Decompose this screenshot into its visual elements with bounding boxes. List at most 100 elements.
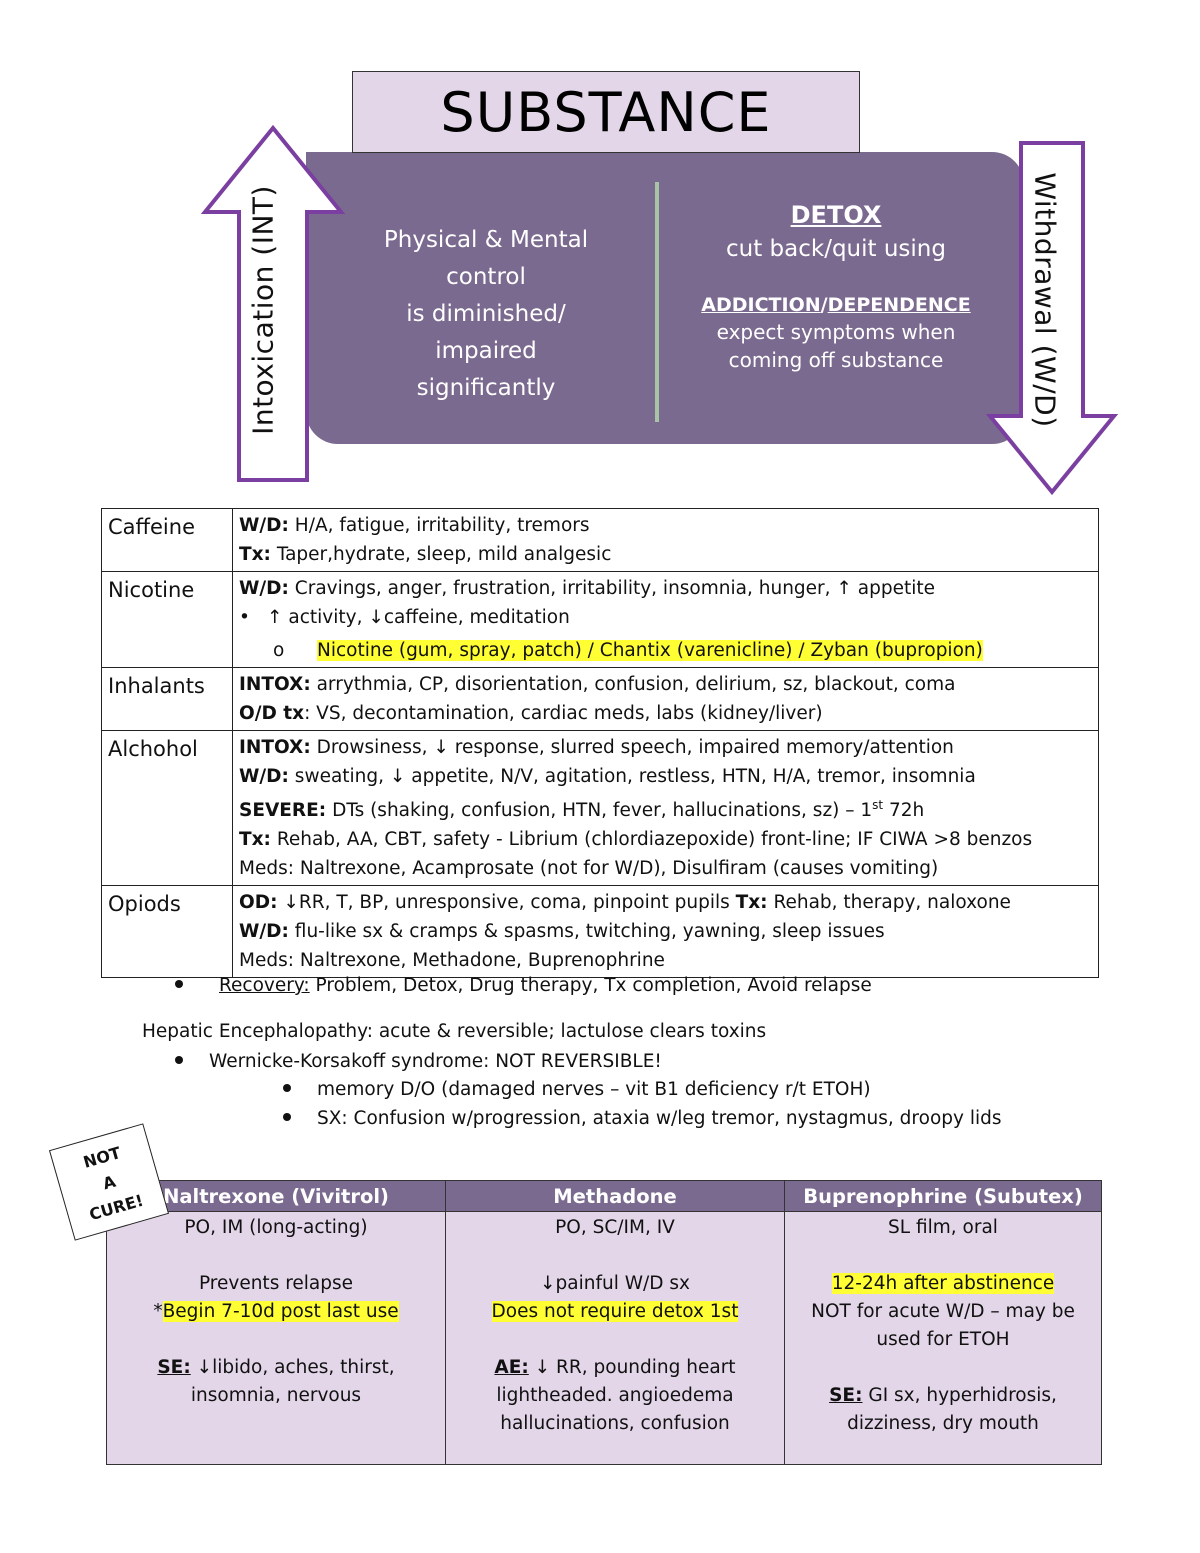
text: ↓painful W/D sx — [540, 1273, 690, 1294]
text: * — [153, 1301, 163, 1322]
intoxication-label: Intoxication (INT) — [246, 185, 280, 435]
substance-name: Opiods — [101, 885, 233, 979]
text: 72h — [883, 800, 925, 822]
text: Prevents relapse — [198, 1273, 354, 1294]
text: ↓ RR, pounding heart — [528, 1357, 736, 1378]
table-row: Nicotine W/D: Cravings, anger, frustrati… — [101, 571, 1099, 668]
substance-details: W/D: Cravings, anger, frustration, irrit… — [232, 571, 1099, 668]
text: lightheaded. angioedema — [496, 1385, 734, 1406]
substance-table: Caffeine W/D: H/A, fatigue, irritability… — [101, 508, 1099, 979]
expect-line: coming off substance — [728, 348, 944, 372]
circle-bullet-icon: o — [273, 640, 285, 661]
bullet-icon — [283, 1113, 291, 1121]
text: SL film, oral — [888, 1217, 998, 1238]
label: Tx: — [735, 892, 768, 914]
definition-line: control — [446, 264, 526, 290]
definition-line: is diminished/ — [406, 301, 566, 327]
text: Rehab, AA, CBT, safety - Librium (chlord… — [270, 829, 1033, 851]
label: W/D: — [239, 766, 289, 787]
definition-line: significantly — [416, 375, 556, 401]
substance-name: Alchohol — [101, 729, 233, 887]
text: memory D/O (damaged nerves – vit B1 defi… — [317, 1079, 871, 1100]
text: H/A, fatigue, irritability, tremors — [288, 515, 590, 536]
slash: / — [820, 294, 828, 316]
label: Tx: — [239, 829, 271, 851]
detox-title: DETOX — [790, 201, 882, 229]
dependence-term: DEPENDENCE — [827, 294, 971, 316]
text: insomnia, nervous — [190, 1385, 362, 1406]
text: ↓libido, aches, thirst, — [190, 1357, 395, 1378]
label: W/D: — [239, 578, 289, 599]
withdrawal-down-arrow — [985, 141, 1119, 496]
recovery-text: Problem, Detox, Drug therapy, Tx complet… — [309, 975, 872, 996]
text: dizziness, dry mouth — [847, 1413, 1039, 1434]
bullet-icon: • — [239, 607, 250, 628]
substance-details: INTOX: arrythmia, CP, disorientation, co… — [232, 667, 1099, 731]
highlighted-text: Nicotine (gum, spray, patch) / Chantix (… — [317, 640, 983, 661]
table-row: Inhalants INTOX: arrythmia, CP, disorien… — [101, 667, 1099, 731]
table-row: PO, IM (long-acting) Prevents relapse *B… — [106, 1211, 1102, 1465]
definition-panel — [306, 152, 1024, 444]
text: PO, IM (long-acting) — [184, 1217, 368, 1238]
label: AE: — [494, 1357, 529, 1378]
label: SE: — [157, 1357, 191, 1378]
text: ↑ activity, ↓caffeine, meditation — [267, 607, 570, 628]
table-row: Caffeine W/D: H/A, fatigue, irritability… — [101, 508, 1099, 572]
text: NOT for acute W/D – may be — [811, 1301, 1075, 1322]
panel-divider — [655, 182, 659, 422]
text: arrythmia, CP, disorientation, confusion… — [310, 674, 956, 695]
wk-subnote: memory D/O (damaged nerves – vit B1 defi… — [283, 1079, 871, 1100]
detox-subtitle: cut back/quit using — [726, 236, 946, 262]
detox-definition: DETOX cut back/quit using ADDICTION/DEPE… — [680, 198, 992, 374]
expect-line: expect symptoms when — [716, 320, 956, 344]
label: INTOX: — [239, 674, 311, 695]
text: PO, SC/IM, IV — [555, 1217, 675, 1238]
label: SE: — [829, 1385, 863, 1406]
superscript: st — [872, 798, 884, 812]
substance-details: OD: ↓RR, T, BP, unresponsive, coma, pinp… — [232, 885, 1099, 979]
intoxication-definition: Physical & Mental control is diminished/… — [360, 222, 612, 407]
definition-line: Physical & Mental — [383, 227, 589, 253]
column-header: Buprenophrine (Subutex) — [784, 1180, 1102, 1212]
label: W/D: — [239, 515, 289, 536]
label: W/D: — [239, 921, 289, 943]
text: Drowsiness, ↓ response, slurred speech, … — [310, 737, 954, 758]
label: INTOX: — [239, 737, 311, 758]
label: Tx: — [239, 544, 271, 565]
label: O/D tx — [239, 703, 305, 724]
methadone-cell: PO, SC/IM, IV ↓painful W/D sx Does not r… — [445, 1211, 785, 1465]
hepatic-note: Hepatic Encephalopathy: acute & reversib… — [142, 1021, 767, 1042]
recovery-label: Recovery: — [219, 975, 310, 996]
substance-details: W/D: H/A, fatigue, irritability, tremors… — [232, 508, 1099, 572]
highlighted-text: Does not require detox 1st — [491, 1301, 739, 1322]
text: Wernicke-Korsakoff syndrome: NOT REVERSI… — [209, 1051, 662, 1072]
text: flu-like sx & cramps & spasms, twitching… — [288, 921, 885, 943]
text: hallucinations, confusion — [500, 1413, 730, 1434]
highlighted-text: Begin 7-10d post last use — [162, 1301, 399, 1322]
page-title: SUBSTANCE — [440, 80, 772, 144]
text: used for ETOH — [876, 1329, 1010, 1350]
medication-table: Naltrexone (Vivitrol) Methadone Buprenop… — [106, 1180, 1102, 1465]
intoxication-up-arrow — [200, 124, 346, 482]
text: Cravings, anger, frustration, irritabili… — [288, 578, 936, 599]
table-row: Opiods OD: ↓RR, T, BP, unresponsive, com… — [101, 885, 1099, 979]
recovery-note: Recovery: Problem, Detox, Drug therapy, … — [175, 975, 872, 996]
text: : VS, decontamination, cardiac meds, lab… — [304, 703, 823, 724]
addiction-term: ADDICTION — [701, 294, 821, 316]
substance-details: INTOX: Drowsiness, ↓ response, slurred s… — [232, 729, 1099, 887]
text: Meds: Naltrexone, Acamprosate (not for W… — [239, 858, 939, 880]
bullet-icon — [175, 980, 183, 988]
withdrawal-label: Withdrawal (W/D) — [1028, 172, 1062, 428]
column-header: Methadone — [445, 1180, 785, 1212]
text: DTs (shaking, confusion, HTN, fever, hal… — [326, 800, 873, 822]
definition-line: impaired — [435, 338, 537, 364]
text: GI sx, hyperhidrosis, — [862, 1385, 1057, 1406]
arrows-layer — [200, 124, 1119, 496]
addiction-dependence-heading: ADDICTION/DEPENDENCE — [680, 292, 992, 318]
text: SX: Confusion w/progression, ataxia w/le… — [317, 1108, 1002, 1129]
substance-name: Caffeine — [101, 508, 233, 572]
highlighted-text: 12-24h after abstinence — [831, 1273, 1055, 1294]
buprenorphine-cell: SL film, oral 12-24h after abstinence NO… — [784, 1211, 1102, 1465]
text: Rehab, therapy, naloxone — [767, 892, 1011, 914]
substance-name: Nicotine — [101, 571, 233, 668]
